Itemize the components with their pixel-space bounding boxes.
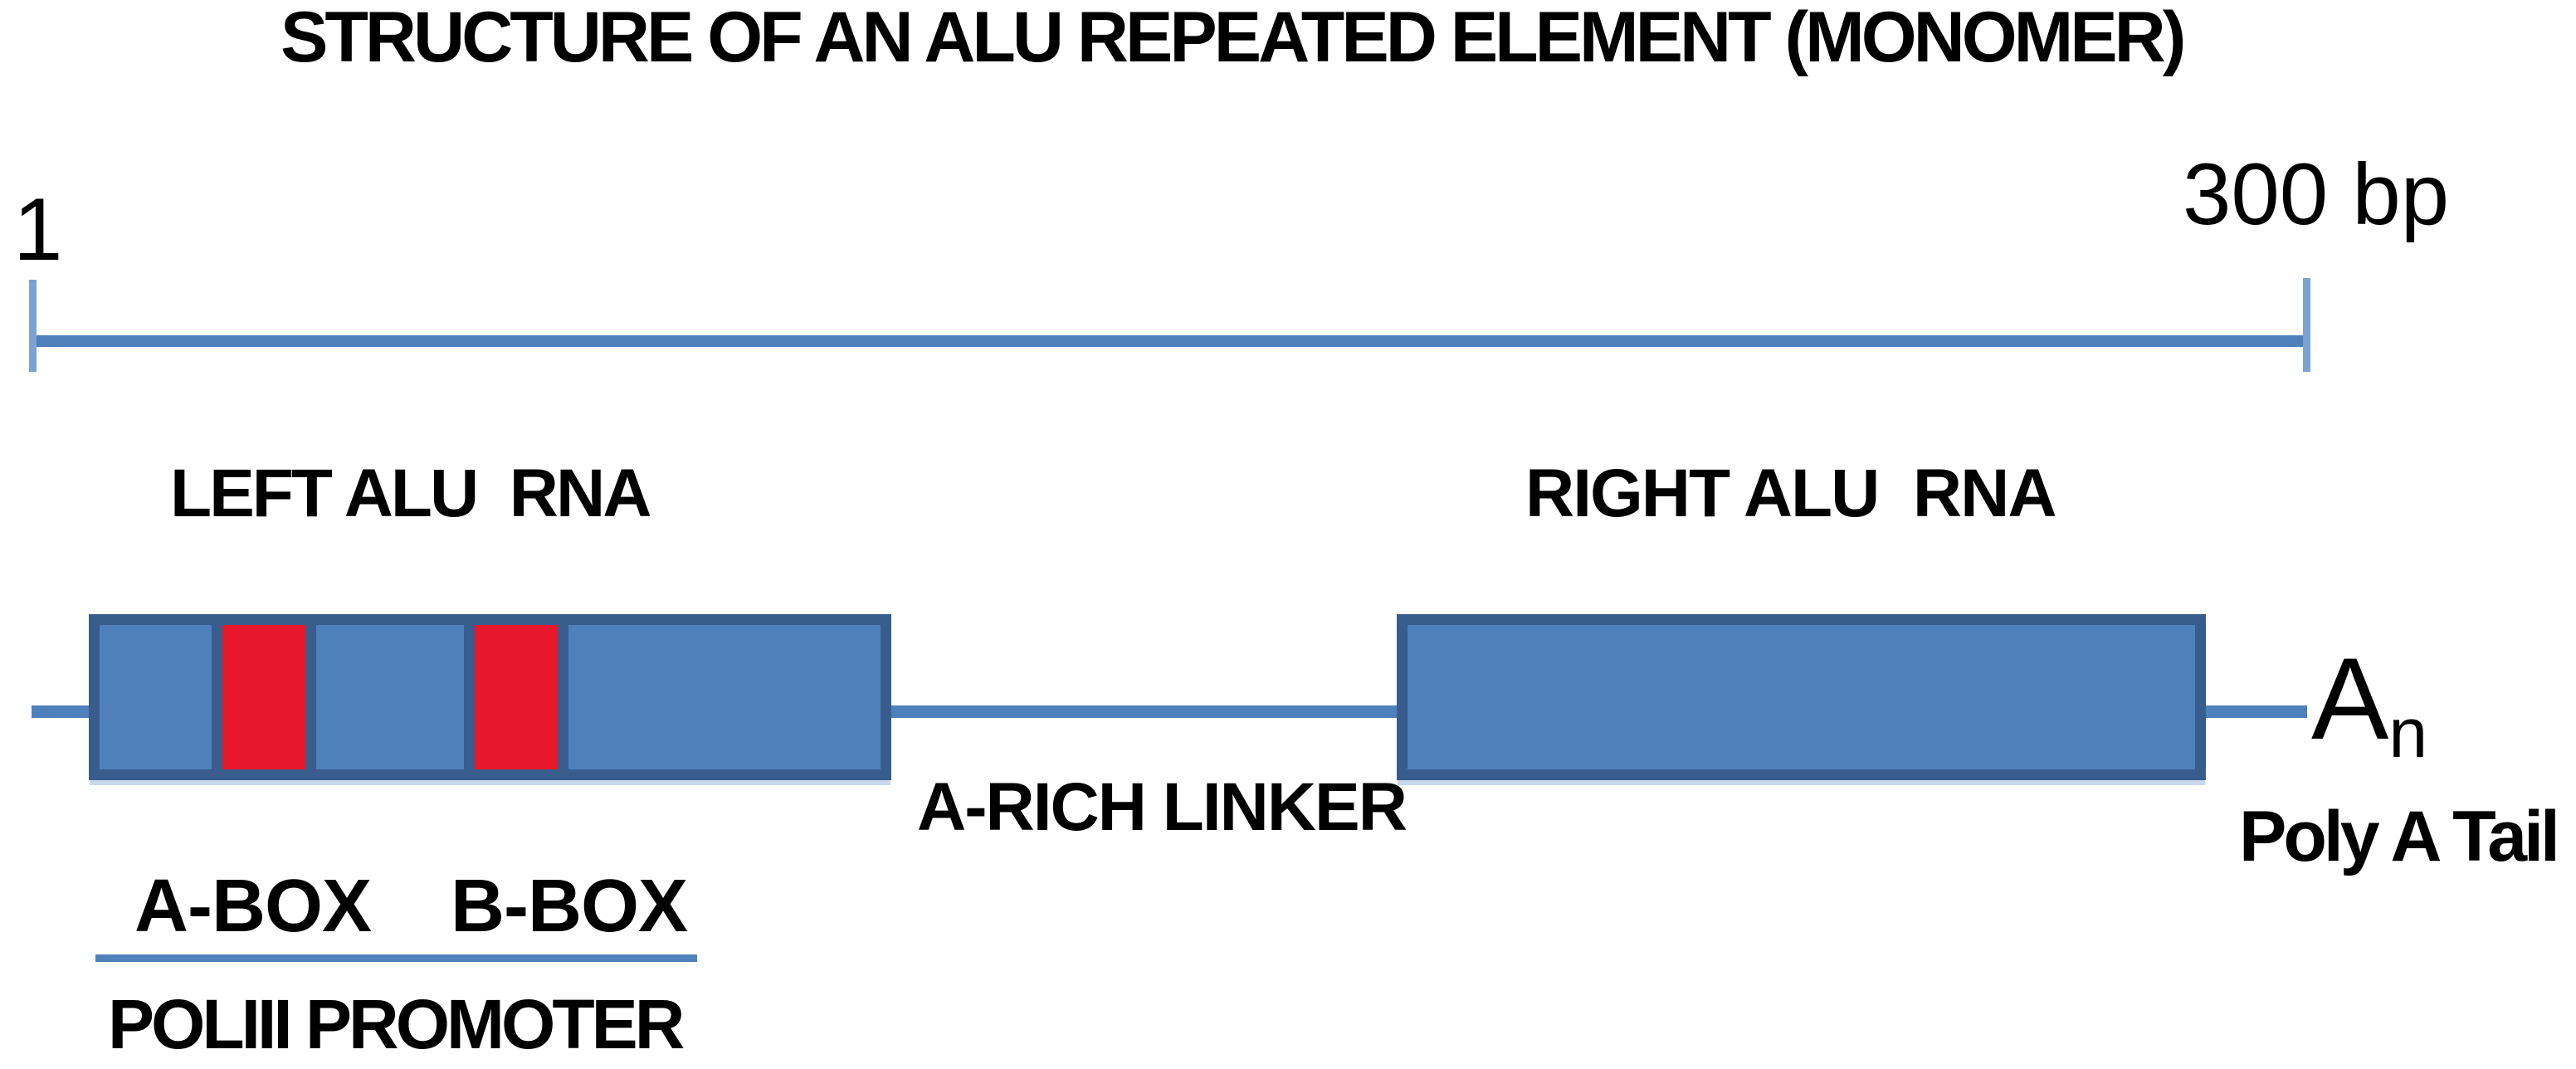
diagram-title: STRUCTURE OF AN ALU REPEATED ELEMENT (MO… xyxy=(281,0,2186,77)
scale-start-label: 1 xyxy=(13,179,63,279)
poliii-promoter-label: POLIII PROMOTER xyxy=(108,985,685,1063)
right-alu-rna-label: RIGHT ALU RNA xyxy=(1525,456,2057,531)
a-rich-linker-label: A-RICH LINKER xyxy=(917,769,1408,845)
a-box-element xyxy=(212,625,316,769)
a-box-label: A-BOX xyxy=(134,865,372,948)
scale-right-tick xyxy=(2303,278,2310,372)
poly-a-symbol: An xyxy=(2311,641,2427,769)
scale-bar-line xyxy=(32,335,2307,347)
poly-a-symbol-subscript: n xyxy=(2388,694,2428,772)
b-box-label: B-BOX xyxy=(451,865,688,948)
left-alu-rna-label: LEFT ALU RNA xyxy=(170,456,651,531)
scale-end-label: 300 bp xyxy=(2183,146,2450,243)
poly-a-tail-label: Poly A Tail xyxy=(2239,797,2560,876)
poly-a-symbol-base: A xyxy=(2311,633,2389,764)
b-box-element xyxy=(464,625,568,769)
promoter-underline xyxy=(95,954,697,962)
scale-left-tick xyxy=(29,280,37,372)
right-alu-box xyxy=(1397,614,2206,780)
left-alu-box xyxy=(89,614,891,780)
